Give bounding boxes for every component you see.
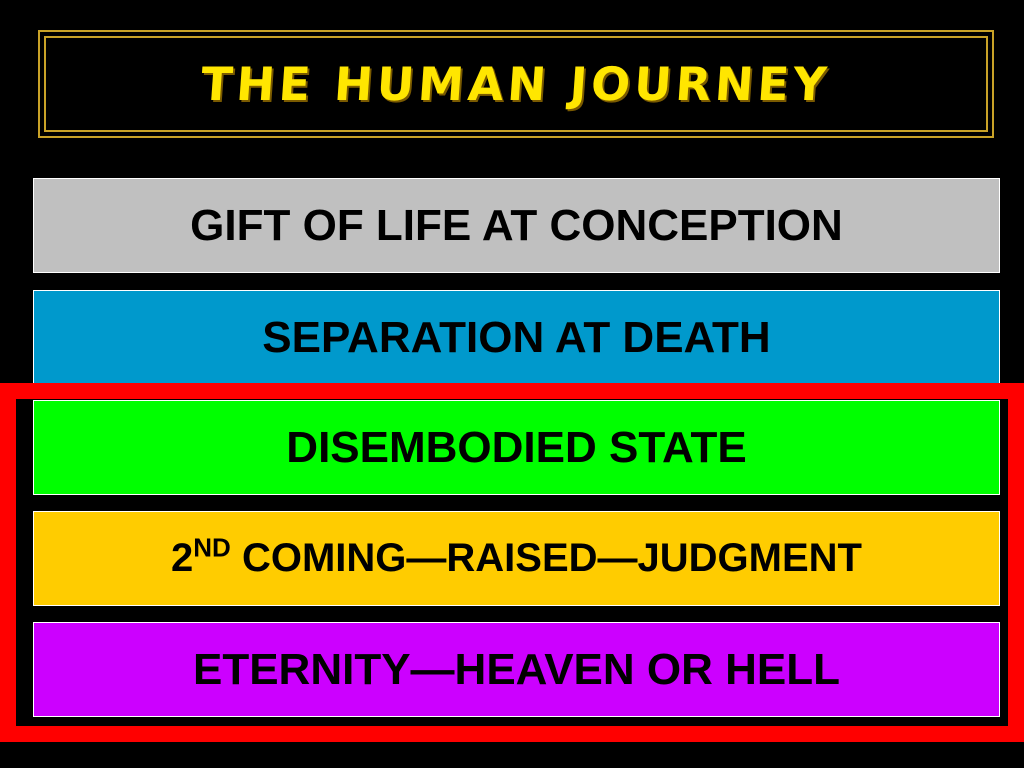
stage-bar-conception: GIFT OF LIFE AT CONCEPTION: [33, 178, 1000, 273]
stage-label: GIFT OF LIFE AT CONCEPTION: [190, 200, 843, 250]
stage-bar-disembodied: DISEMBODIED STATE: [33, 400, 1000, 495]
stage-superscript: ND: [193, 532, 231, 563]
stage-label: ETERNITY—HEAVEN OR HELL: [192, 644, 840, 694]
stage-label: COMING—RAISED—JUDGMENT: [230, 536, 862, 580]
stage-bar-eternity: ETERNITY—HEAVEN OR HELL: [33, 622, 1000, 717]
highlight-frame: [0, 383, 1024, 742]
stage-label-group: 2ND COMING—RAISED—JUDGMENT: [171, 532, 862, 581]
title-banner: THE HUMAN JOURNEY: [38, 30, 994, 138]
stage-label: SEPARATION AT DEATH: [262, 312, 771, 362]
title-banner-inner: THE HUMAN JOURNEY: [44, 36, 988, 132]
page-title: THE HUMAN JOURNEY: [199, 57, 833, 111]
stage-bar-death: SEPARATION AT DEATH: [33, 290, 1000, 385]
stage-bar-second-coming: 2ND COMING—RAISED—JUDGMENT: [33, 511, 1000, 606]
stage-prefix: 2: [171, 536, 194, 580]
stage-label: DISEMBODIED STATE: [286, 422, 747, 472]
